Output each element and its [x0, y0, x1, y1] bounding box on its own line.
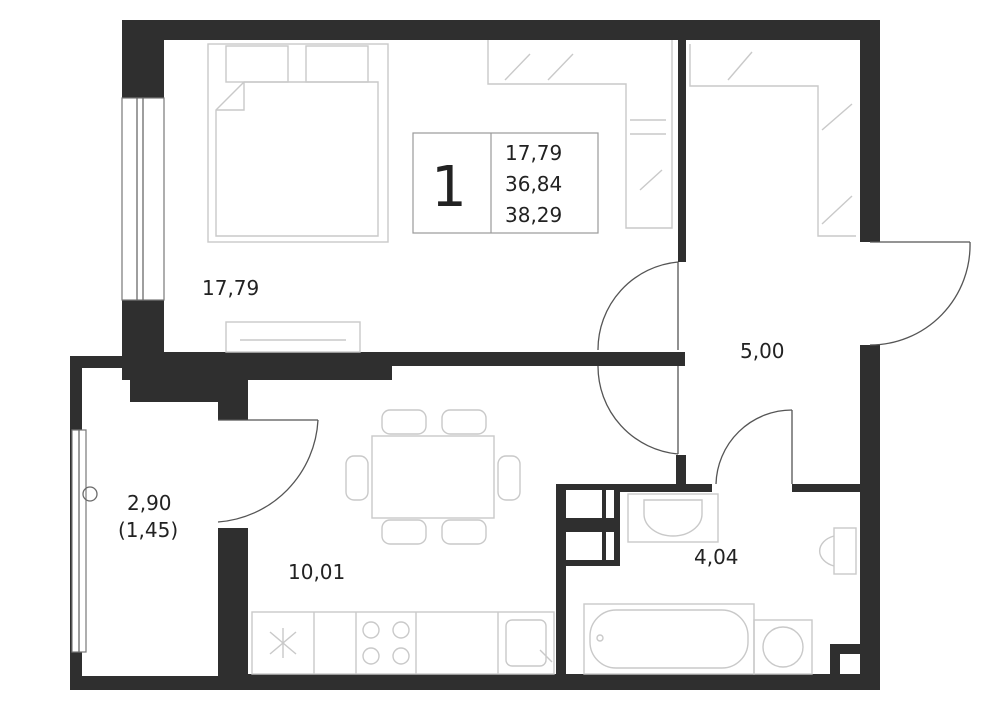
hall-area: 5,00 — [740, 339, 785, 363]
balcony-area: 2,90 — [127, 491, 172, 515]
kitchen-counter — [251, 611, 555, 675]
kitchen-sink — [505, 619, 547, 667]
total-area-with-balcony: 38,29 — [505, 203, 562, 227]
living-area: 17,79 — [505, 141, 562, 165]
summary-box: 1 17,79 36,84 38,29 — [412, 132, 599, 234]
ventilation-shafts — [560, 484, 620, 566]
toilet — [833, 527, 857, 575]
tv-stand — [225, 321, 361, 353]
windows — [71, 97, 165, 653]
dining-table — [371, 435, 495, 519]
room-labels: 17,79 5,00 2,90 (1,45) 10,01 4,04 — [118, 276, 785, 584]
rooms-count: 1 — [431, 155, 467, 220]
bathtub — [583, 603, 755, 675]
total-area: 36,84 — [505, 172, 562, 196]
cooktop — [362, 621, 410, 665]
bedroom-area: 17,79 — [202, 276, 259, 300]
bed — [207, 43, 389, 243]
kitchen-area: 10,01 — [288, 560, 345, 584]
balcony-reduced-area: (1,45) — [118, 518, 178, 542]
doors — [217, 241, 971, 523]
washing-machine — [753, 619, 813, 675]
furniture — [207, 40, 857, 675]
bathroom-sink — [627, 493, 719, 543]
fridge-mark — [269, 628, 297, 658]
bathroom-area: 4,04 — [694, 545, 739, 569]
